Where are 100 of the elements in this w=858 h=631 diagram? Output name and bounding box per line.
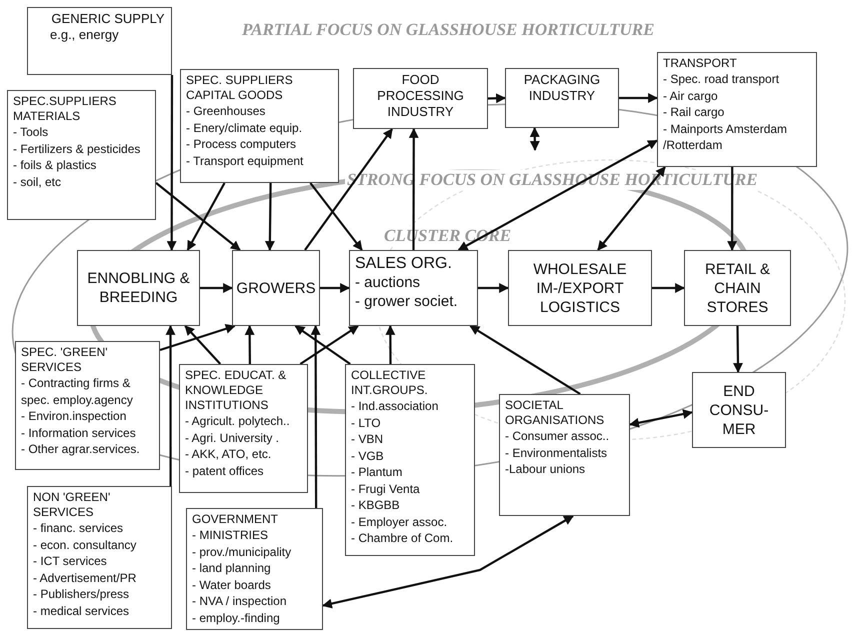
list-item: - Information services [21, 424, 137, 441]
box-heading: SALES ORG. [355, 254, 453, 273]
list-item: - financ. services [33, 520, 124, 536]
box-heading: SPEC.SUPPLIERS MATERIALS [13, 94, 118, 124]
box-heading: FOOD PROCESSING INDUSTRY [376, 72, 465, 120]
arrow [310, 182, 363, 251]
list-item: - foils & plastics [13, 157, 98, 174]
arrow [652, 283, 685, 293]
organisation-box [684, 250, 791, 326]
organisation-box [232, 250, 320, 326]
organisation-box [349, 250, 478, 326]
organisation-box [15, 341, 160, 470]
organisation-box [27, 7, 172, 75]
arrow [186, 182, 226, 251]
box-heading: TRANSPORT [663, 56, 738, 71]
list-item: - econ. consultancy [33, 536, 138, 553]
list-item: - Tools [13, 124, 50, 140]
arrow [155, 182, 241, 251]
arrow [320, 283, 350, 293]
organisation-box [499, 394, 630, 516]
arrow [200, 283, 233, 293]
arrow [160, 324, 236, 352]
box-heading: SPEC. 'GREEN' SERVICES [21, 345, 109, 375]
box-heading: GENERIC SUPPLY [50, 11, 166, 27]
arrow [294, 325, 351, 365]
double-arrow [530, 127, 540, 151]
list-item: - prov./municipality [192, 544, 292, 560]
arrow [478, 283, 509, 293]
arrow [184, 325, 222, 365]
list-item: - Rail cargo [663, 104, 726, 120]
box-heading: NON 'GREEN' SERVICES [33, 490, 112, 520]
organisation-box [505, 68, 619, 128]
arrow [733, 326, 743, 373]
list-item: - employ.-finding [192, 610, 281, 626]
arrow [310, 325, 321, 508]
list-item: - auctions [355, 273, 422, 292]
arrow [727, 167, 738, 251]
box-heading: ENNOBLING & BREEDING [86, 269, 191, 307]
list-item: - ICT services [33, 553, 108, 570]
list-item: - Other agrar.services. [21, 441, 141, 458]
list-item: e.g., energy [50, 27, 120, 44]
list-item: - Publishers/press [33, 586, 130, 602]
list-item: - KBGBB [351, 497, 401, 514]
organisation-box [180, 69, 339, 183]
list-item: - Fertilizers & pesticides [13, 140, 142, 157]
organisation-box [657, 52, 817, 167]
list-item: - medical services [33, 602, 130, 619]
list-item: - VBN [351, 431, 384, 448]
double-arrow [629, 409, 693, 428]
arrow [166, 75, 177, 251]
organisation-box [353, 68, 488, 129]
organisation-box [27, 486, 172, 629]
list-item: - Plantum [351, 464, 404, 480]
list-item: - VGB [351, 448, 385, 464]
organisation-box [7, 90, 156, 220]
organisation-box [77, 250, 200, 326]
box-heading: RETAIL & CHAIN STORES [704, 260, 772, 316]
organisation-box [186, 508, 323, 630]
box-heading: WHOLESALE IM-/EXPORT LOGISTICS [532, 260, 628, 316]
box-heading: SPEC. EDUCAT. & KNOWLEDGE INSTITUTIONS [185, 368, 288, 413]
list-item: - Spec. road transport [663, 71, 780, 88]
box-heading: GOVERNMENT [192, 512, 280, 527]
arrow [166, 325, 176, 486]
list-item: - Process computers [186, 136, 298, 152]
list-item: - soil, etc [13, 174, 62, 190]
list-item: - Chambre of Com. [351, 530, 454, 546]
organisation-box [179, 364, 308, 493]
list-item: -Labour unions [505, 461, 586, 478]
list-item: - Agri. University . [185, 430, 280, 446]
list-item: - Enery/climate equip. [186, 120, 304, 136]
box-heading: SOCIETAL ORGANISATIONS [505, 398, 606, 428]
list-item: - Greenhouses [186, 103, 266, 120]
list-item: - Environmentalists [505, 444, 608, 461]
box-heading: PACKAGING INDUSTRY [522, 72, 602, 104]
list-item: - AKK, ATO, etc. [185, 446, 272, 462]
list-item: - LTO [351, 414, 382, 431]
double-arrow [597, 166, 666, 251]
arrow [488, 93, 506, 104]
box-heading: GROWERS [235, 278, 317, 298]
organisation-box [692, 372, 786, 448]
double-arrow [458, 140, 658, 251]
list-item: - Frugi Venta [351, 480, 421, 497]
list-item: - Employer assoc. [351, 514, 448, 530]
box-heading: END CONSU- MER [708, 382, 770, 438]
list-item: - Consumer assoc.. [505, 428, 610, 444]
box-heading: SPEC. SUPPLIERS CAPITAL GOODS [186, 73, 294, 103]
organisation-box [508, 250, 652, 326]
list-item: - Transport equipment [186, 152, 304, 169]
list-item: - Contracting firms & spec. employ.agency [21, 375, 134, 408]
arrow [619, 93, 658, 103]
list-item: - Environ.inspection [21, 408, 128, 424]
arrow [385, 325, 396, 364]
arrow [469, 325, 581, 395]
list-item: - Water boards [192, 576, 272, 593]
list-item: - Air cargo [663, 88, 719, 104]
box-heading: COLLECTIVE INT.GROUPS. [351, 368, 429, 398]
list-item: - Mainports Amsterdam /Rotterdam [663, 120, 788, 154]
arrow [244, 325, 255, 364]
list-item: - land planning [192, 560, 272, 576]
list-item: - Advertisement/PR [33, 570, 138, 586]
